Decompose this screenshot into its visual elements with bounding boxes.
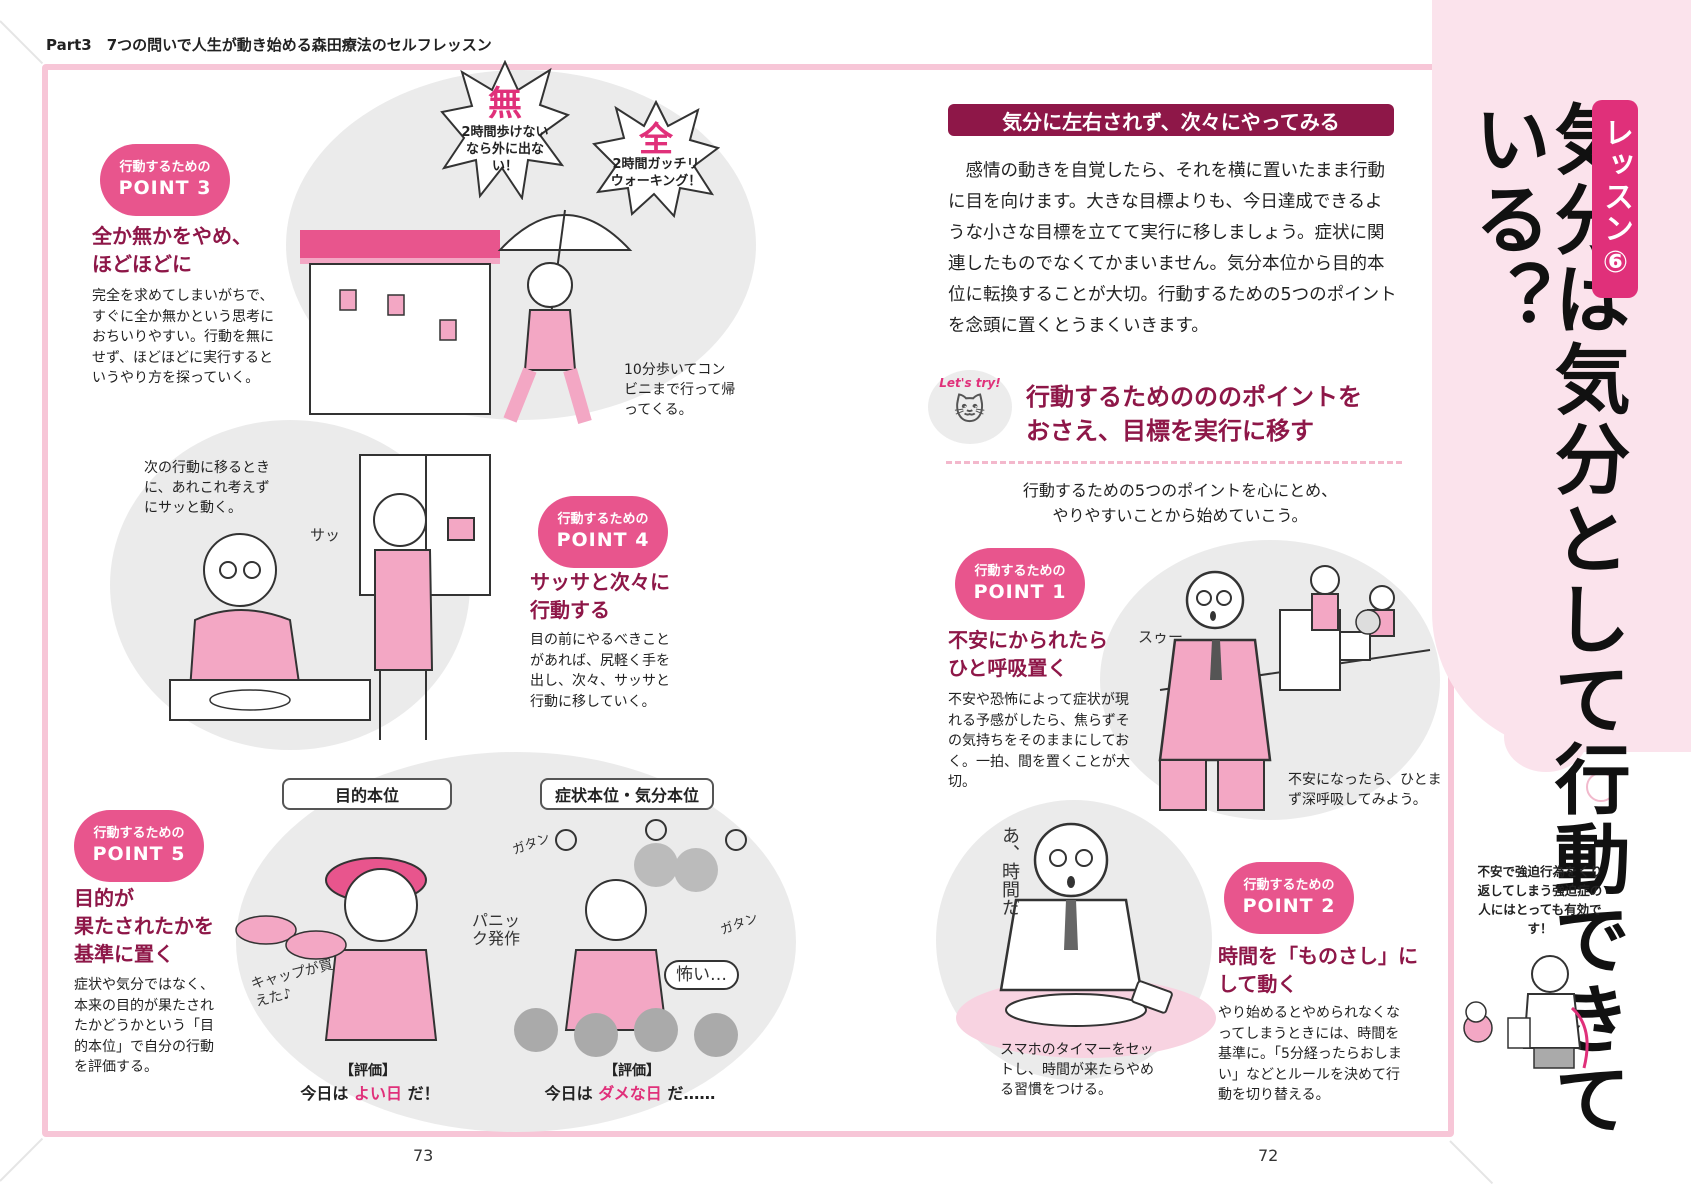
guide-text: 行動するための5つのポイントを心にとめ、 やりやすいことから始めていこう。 (1000, 478, 1360, 528)
burst-all-text: 2時間ガッチリウォーキング！ (610, 157, 702, 189)
point5-body: 症状や気分ではなく、本来の目的が果たされたかどうかという「目的本位」で自分の行動… (74, 977, 214, 1075)
point3-heading: 全か無かをやめ、 ほどほどに (92, 222, 252, 278)
point1-caption: 不安になったら、ひとまず深呼吸してみよう。 (1288, 772, 1442, 808)
point4-badge-number: POINT 4 (556, 529, 650, 551)
point1-badge-number: POINT 1 (973, 581, 1067, 603)
point5-badge-small: 行動するための (93, 826, 185, 841)
burst-all-shape (592, 100, 720, 218)
point2-illustration (956, 822, 1216, 1058)
burst-all-char: 全 (639, 120, 673, 160)
scary-speech: 怖い… (664, 960, 739, 990)
doctor-illustration (1463, 955, 1589, 1069)
letstry-title-line1: 行動するためのののポイントを (1026, 383, 1362, 411)
letstry-title-line2: おさえ、目標を実行に移す (1026, 417, 1314, 445)
symptom-label: 症状本位・気分本位 (540, 778, 714, 810)
point2-heading-line2: して動く (1218, 972, 1298, 996)
point1-body: 不安や恐怖によって症状が現れる予感がしたら、焦らずその気持ちをそのままにしておく… (948, 692, 1130, 790)
running-header: Part3 7つの問いで人生が動き始める森田療法のセルフレッスン (46, 36, 492, 54)
point4-sfx: サッ (310, 526, 341, 544)
doctor-note: 不安で強迫行為をくり返してしまう強迫症の人にはとっても有効です！ (1477, 864, 1603, 936)
left-eval-line: 今日は よい日 だ！ (280, 1080, 460, 1104)
section-heading: 気分に左右されず、次々にやってみる (948, 104, 1394, 136)
point3-body: 完全を求めてしまいがちで、すぐに全か無かという思考におちいりやすい。行動を無にせ… (92, 288, 274, 386)
point5-heading-line2: 果たされたかを (74, 914, 214, 938)
title-panel (1432, 0, 1691, 752)
point2-badge-number: POINT 2 (1242, 895, 1336, 917)
point4-badge-small: 行動するための (557, 512, 649, 527)
point2-heading-line1: 時間を「ものさし」に (1218, 944, 1418, 968)
point1-heading-line1: 不安にかられたら (948, 628, 1108, 652)
burst-none: 無 2時間歩けないなら外に出ない！ (440, 60, 570, 200)
point2-caption: スマホのタイマーをセットし、時間が来たらやめる習慣をつける。 (1000, 1042, 1154, 1098)
page-number-right: 72 (1258, 1146, 1279, 1165)
point4-badge: 行動するための POINT 4 (538, 496, 668, 568)
thought-bubble-ring (1586, 772, 1616, 802)
point4-illustration (169, 454, 491, 740)
left-eval-highlight: よい日 (353, 1084, 402, 1103)
burst-none-char: 無 (488, 84, 522, 124)
point4-caption: 次の行動に移るときに、あれこれ考えずにサッと動く。 (144, 460, 270, 516)
point3-badge: 行動するための POINT 3 (100, 144, 230, 216)
point5-illustration (235, 819, 747, 1057)
point5-badge-number: POINT 5 (92, 843, 186, 865)
point4-heading-line1: サッサと次々に (530, 570, 670, 594)
burst-all: 全 2時間ガッチリウォーキング！ (592, 100, 720, 218)
right-eval-line: 今日は ダメな日 だ…… (530, 1080, 730, 1104)
point3-badge-number: POINT 3 (118, 177, 212, 199)
purpose-label: 目的本位 (282, 778, 452, 810)
burst-none-shape (440, 60, 570, 200)
panic-sfx: パニック発作 (472, 911, 521, 948)
letstry-title: 行動するためのののポイントを おさえ、目標を実行に移す (1026, 380, 1386, 448)
guide-line1: 行動するための5つのポイントを心にとめ、 (1022, 481, 1338, 500)
lesson-title: 気分は気分として行動できている？ (1461, 100, 1631, 1140)
point5-heading-line1: 目的が (74, 886, 134, 910)
point2-body: やり始めるとやめられなくなってしまうときには、時間を基準に。「5分経ったらおしま… (1218, 1005, 1402, 1103)
point2-heading: 時間を「ものさし」に して動く (1218, 942, 1418, 998)
left-eval-title: 【評価】 (340, 1063, 396, 1079)
intro-paragraph: 感情の動きを自覚したら、それを横に置いたまま行動に目を向けます。大きな目標よりも… (948, 161, 1397, 336)
point2-speech: あ、時間だ (999, 826, 1020, 916)
thought-bubble (1504, 702, 1588, 772)
right-eval-post: だ…… (661, 1084, 716, 1103)
point3-caption: 10分歩いてコンビニまで行って帰ってくる。 (624, 362, 736, 418)
page-number-left: 73 (413, 1146, 434, 1165)
point5-heading-line3: 基準に置く (74, 942, 174, 966)
point1-sfx: スゥー (1138, 628, 1184, 646)
point4-heading-line2: 行動する (530, 598, 610, 622)
left-eval-pre: 今日は (300, 1084, 354, 1103)
point1-badge-small: 行動するための (974, 564, 1066, 579)
left-eval-post: だ！ (402, 1084, 440, 1103)
point1-illustration (1158, 565, 1431, 811)
dashed-divider (946, 461, 1402, 464)
point1-badge: 行動するための POINT 1 (955, 548, 1085, 620)
right-eval-highlight: ダメな日 (598, 1084, 662, 1103)
point1-heading-line2: ひと呼吸置く (948, 656, 1068, 680)
guide-line2: やりやすいことから始めていこう。 (1052, 506, 1308, 525)
point3-heading-line1: 全か無かをやめ、 (92, 224, 252, 248)
point4-heading: サッサと次々に 行動する (530, 568, 670, 624)
letstry-badge: Let's try! 🐱 (928, 370, 1012, 444)
corner-line (0, 20, 44, 65)
right-eval-pre: 今日は (544, 1084, 599, 1103)
point3-illustration (300, 209, 633, 424)
point1-heading: 不安にかられたら ひと呼吸置く (948, 626, 1108, 682)
right-eval-title: 【評価】 (604, 1063, 660, 1079)
burst-none-text: 2時間歩けないなら外に出ない！ (461, 125, 549, 174)
point3-badge-small: 行動するための (119, 160, 211, 175)
cat-icon: 🐱 (954, 393, 986, 428)
lesson-tag: レッスン⑥ (1592, 100, 1638, 298)
point5-badge: 行動するための POINT 5 (74, 810, 204, 882)
point2-badge: 行動するための POINT 2 (1224, 862, 1354, 934)
letstry-label: Let's try! (939, 376, 1001, 390)
corner-line (0, 1137, 44, 1182)
point3-heading-line2: ほどほどに (92, 252, 192, 276)
point5-heading: 目的が 果たされたかを 基準に置く (74, 884, 214, 968)
point2-badge-small: 行動するための (1243, 878, 1335, 893)
point4-body: 目の前にやるべきことがあれば、尻軽く手を出し、次々、サッサと行動に移していく。 (530, 632, 670, 710)
